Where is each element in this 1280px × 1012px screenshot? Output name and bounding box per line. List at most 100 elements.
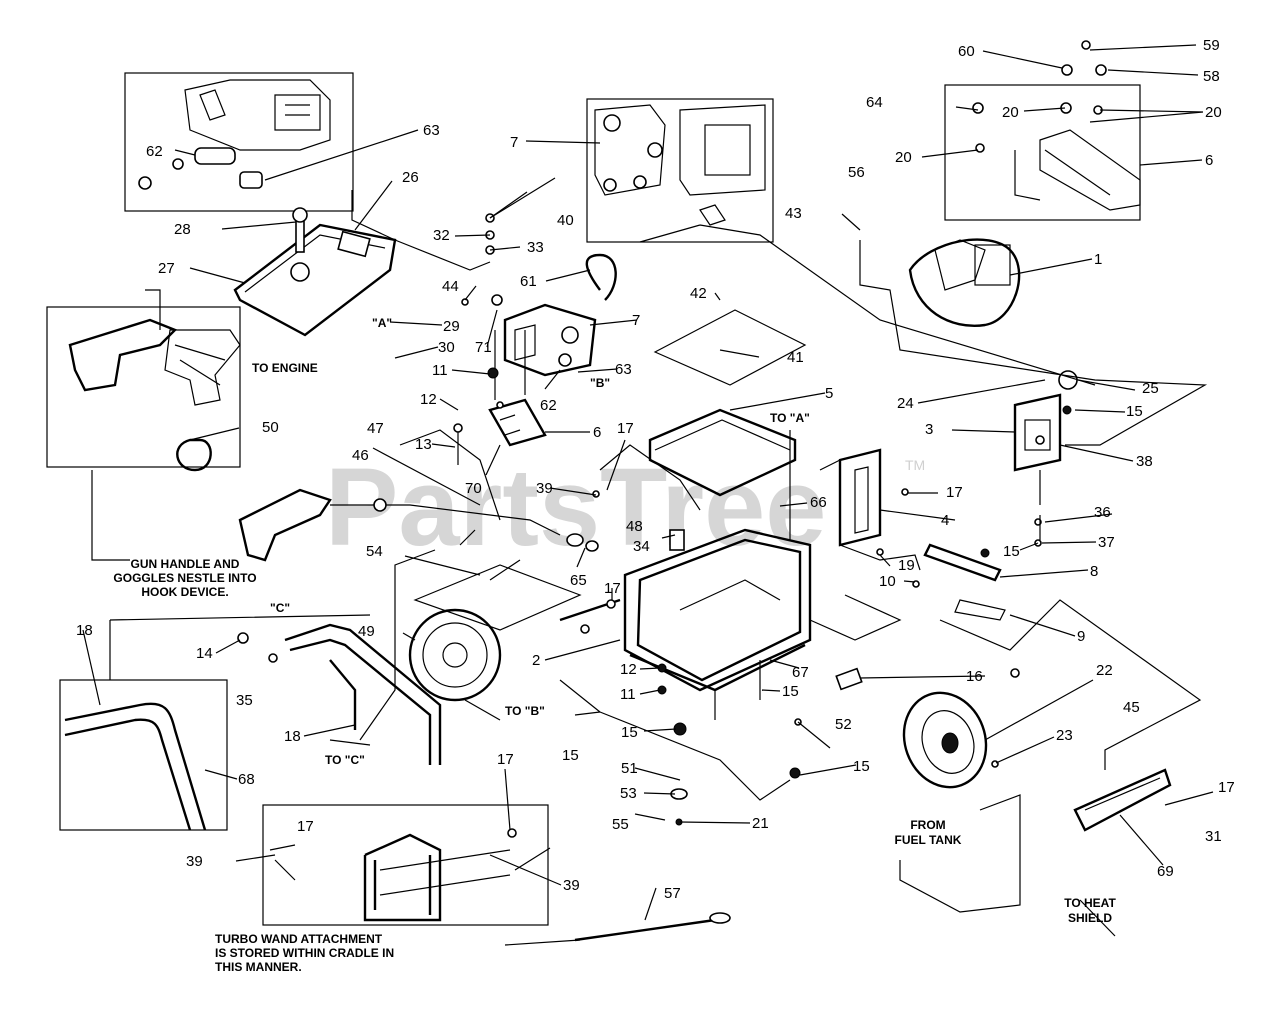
callout-17-e: 17 — [1218, 779, 1235, 796]
callout-49: 49 — [358, 623, 375, 640]
note-gun-handle-line-2: GOGGLES NESTLE INTO — [113, 571, 256, 585]
handle-bar-18 — [284, 623, 442, 765]
callout-58: 58 — [1203, 68, 1220, 85]
callout-31: 31 — [1205, 828, 1222, 845]
ref-to-b: TO "B" — [505, 704, 545, 718]
callout-47: 47 — [367, 420, 384, 437]
note-turbo-wand-line-2: IS STORED WITHIN CRADLE IN — [215, 946, 394, 960]
heat-shield-bracket-69 — [1073, 768, 1172, 832]
callout-71: 71 — [475, 339, 492, 356]
callout-25: 25 — [1142, 380, 1159, 397]
callout-labels: 1 2 3 4 5 6 6 7 7 8 9 10 11 11 12 12 13 … — [76, 37, 1235, 902]
callout-43: 43 — [785, 205, 802, 222]
callout-45: 45 — [1123, 699, 1140, 716]
inset-cradle-box — [262, 804, 549, 926]
note-fuel-tank-line-2: FUEL TANK — [895, 833, 962, 847]
callout-63-pump: 63 — [615, 361, 632, 378]
callout-62-inset: 62 — [146, 143, 163, 160]
callout-53: 53 — [620, 785, 637, 802]
callout-8: 8 — [1090, 563, 1098, 580]
hose-reel-49 — [408, 608, 502, 702]
callout-66: 66 — [810, 494, 827, 511]
callout-15-e: 15 — [621, 724, 638, 741]
callout-17-a: 17 — [946, 484, 963, 501]
callout-9: 9 — [1077, 628, 1085, 645]
callout-55: 55 — [612, 816, 629, 833]
ref-to-c: TO "C" — [325, 753, 365, 767]
callout-24: 24 — [897, 395, 914, 412]
fuel-tank — [233, 207, 397, 337]
callout-32: 32 — [433, 227, 450, 244]
callout-68: 68 — [238, 771, 255, 788]
callout-26: 26 — [402, 169, 419, 186]
panel-41 — [653, 309, 807, 386]
callout-64: 64 — [866, 94, 883, 111]
callout-50: 50 — [262, 419, 279, 436]
callout-15-a: 15 — [1003, 543, 1020, 560]
callout-65: 65 — [570, 572, 587, 589]
callout-3: 3 — [925, 421, 933, 438]
callout-59: 59 — [1203, 37, 1220, 54]
inset-engine-box — [124, 72, 354, 212]
ref-a: "A" — [372, 316, 392, 330]
callout-4: 4 — [941, 512, 949, 529]
turbo-wand-57 — [574, 912, 731, 942]
callout-34: 34 — [633, 538, 650, 555]
callout-60: 60 — [958, 43, 975, 60]
callout-16: 16 — [966, 668, 983, 685]
callout-36: 36 — [1094, 504, 1111, 521]
connector-lines — [91, 190, 1208, 946]
reference-labels: "A" "B" "C" TO "A" TO "B" TO "C" TO ENGI… — [252, 316, 810, 767]
hook-rack-54 — [413, 529, 582, 631]
callout-69: 69 — [1157, 863, 1174, 880]
callout-15-b: 15 — [1126, 403, 1143, 420]
wheel-22 — [835, 667, 988, 789]
inset-pump-box — [586, 98, 774, 243]
callout-52: 52 — [835, 716, 852, 733]
pressure-washer-pump — [491, 253, 617, 377]
callout-11-upper: 11 — [432, 362, 448, 379]
note-fuel-tank: FROM FUEL TANK — [895, 818, 962, 847]
note-turbo-wand-line-1: TURBO WAND ATTACHMENT — [215, 932, 383, 946]
callout-2: 2 — [532, 652, 540, 669]
note-gun-handle-line-3: HOOK DEVICE. — [141, 585, 228, 599]
callout-38: 38 — [1136, 453, 1153, 470]
callout-21: 21 — [752, 815, 769, 832]
callout-7-inset: 7 — [510, 134, 518, 151]
note-gun-handle-line-1: GUN HANDLE AND — [131, 557, 240, 571]
note-fuel-tank-line-1: FROM — [910, 818, 945, 832]
callout-27: 27 — [158, 260, 175, 277]
note-gun-handle: GUN HANDLE AND GOGGLES NESTLE INTO HOOK … — [113, 557, 256, 599]
callout-44: 44 — [442, 278, 459, 295]
callout-35: 35 — [236, 692, 253, 709]
callout-18-inset: 18 — [76, 622, 93, 639]
callout-7-pump: 7 — [632, 312, 640, 329]
ref-to-a: TO "A" — [770, 411, 810, 425]
callout-17-f: 17 — [297, 818, 314, 835]
callout-67: 67 — [792, 664, 809, 681]
callout-28: 28 — [174, 221, 191, 238]
note-heat-shield-line-1: TO HEAT — [1064, 896, 1116, 910]
callout-14: 14 — [196, 645, 213, 662]
callout-29: 29 — [443, 318, 460, 335]
callout-19: 19 — [898, 557, 915, 574]
callout-63-inset: 63 — [423, 122, 440, 139]
note-turbo-wand: TURBO WAND ATTACHMENT IS STORED WITHIN C… — [215, 932, 394, 974]
callout-62-pump: 62 — [540, 397, 557, 414]
control-panel-3 — [1013, 370, 1078, 472]
callout-54: 54 — [366, 543, 383, 560]
engine-assembly — [908, 238, 1021, 327]
inset-gun-box — [46, 289, 241, 472]
inset-frame-corner-box — [59, 679, 228, 831]
callout-39-c: 39 — [563, 877, 580, 894]
ref-c: "C" — [270, 601, 290, 615]
callout-37: 37 — [1098, 534, 1115, 551]
callout-39-a: 39 — [536, 480, 553, 497]
callout-15-f: 15 — [853, 758, 870, 775]
callout-48: 48 — [626, 518, 643, 535]
callout-11-lower: 11 — [620, 686, 636, 703]
callout-18-handle: 18 — [284, 728, 301, 745]
callout-41: 41 — [787, 349, 804, 366]
callout-20-b: 20 — [1205, 104, 1222, 121]
